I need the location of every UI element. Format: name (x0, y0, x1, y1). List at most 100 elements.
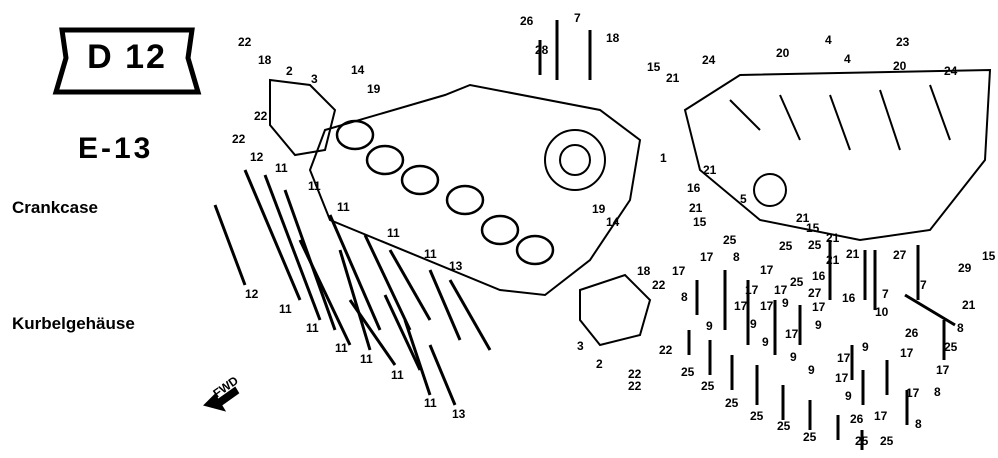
part-callout: 25 (855, 434, 869, 448)
part-callout: 17 (936, 363, 950, 377)
part-callout: 25 (750, 409, 764, 423)
part-callout: 23 (896, 35, 910, 49)
fwd-arrow-icon (203, 386, 240, 412)
part-callout: 27 (808, 286, 822, 300)
part-callout: 3 (577, 339, 584, 353)
part-callout: 25 (944, 340, 958, 354)
part-callout: 11 (424, 396, 437, 410)
part-callout: 25 (723, 233, 737, 247)
part-callout: 25 (701, 379, 715, 393)
part-callout: 9 (790, 350, 797, 364)
part-callout: 21 (796, 211, 810, 225)
part-callout: 26 (850, 412, 864, 426)
part-callout: 21 (962, 298, 976, 312)
part-callout: 18 (637, 264, 651, 278)
part-callout: 24 (702, 53, 716, 67)
part-callout: 25 (790, 275, 804, 289)
part-callout: 25 (880, 434, 894, 448)
part-callout: 9 (750, 317, 757, 331)
part-callout: 11 (306, 321, 319, 335)
part-callout: 8 (957, 321, 964, 335)
part-callout: 15 (647, 60, 661, 74)
part-callout: 21 (846, 247, 860, 261)
part-callout: 20 (893, 59, 907, 73)
part-callout: 11 (308, 179, 321, 193)
d12-badge-frame (52, 27, 202, 95)
part-callout: 25 (803, 430, 817, 444)
part-callout: 13 (452, 407, 466, 421)
part-callout: 16 (842, 291, 856, 305)
part-callout: 11 (387, 226, 400, 240)
part-callout: 16 (687, 181, 701, 195)
part-callout: 17 (785, 327, 799, 341)
part-callout: 17 (700, 250, 714, 264)
part-callout: 8 (681, 290, 688, 304)
part-callout: 17 (812, 300, 826, 314)
part-callout: 21 (703, 163, 717, 177)
part-callout: 24 (944, 64, 958, 78)
part-callout: 21 (826, 231, 840, 245)
part-callout: 17 (672, 264, 686, 278)
part-callout: 22 (232, 132, 246, 146)
part-callout: 17 (760, 263, 774, 277)
part-callout: 1 (660, 151, 667, 165)
part-callout: 17 (745, 283, 759, 297)
part-callout: 12 (250, 150, 264, 164)
lower-crankcase (683, 68, 992, 242)
part-callout: 17 (760, 299, 774, 313)
diagram-code-badge: D 12 (87, 38, 167, 76)
title-german: Kurbelgehäuse (12, 314, 135, 333)
part-callout: 7 (882, 287, 889, 301)
part-callout: 25 (725, 396, 739, 410)
section-code: E-13 (78, 132, 154, 165)
part-callout: 18 (606, 31, 620, 45)
part-callout: 5 (740, 192, 747, 206)
part-callout: 17 (837, 351, 851, 365)
part-callout: 17 (874, 409, 888, 423)
part-callout: 8 (915, 417, 922, 431)
part-callout: 2 (596, 357, 603, 371)
part-callout: 17 (734, 299, 748, 313)
part-callout: 22 (254, 109, 268, 123)
part-callout: 22 (659, 343, 673, 357)
part-callout: 9 (762, 335, 769, 349)
part-callout: 14 (351, 63, 365, 77)
part-callout: 11 (275, 161, 288, 175)
part-callout: 9 (815, 318, 822, 332)
part-callout: 21 (826, 253, 840, 267)
part-callout: 8 (934, 385, 941, 399)
part-callout: 11 (337, 200, 350, 214)
part-callout: 10 (875, 305, 889, 319)
upper-crankcase (308, 83, 642, 297)
part-callout: 7 (920, 278, 927, 292)
part-callout: 8 (733, 250, 740, 264)
part-callout: 13 (449, 259, 463, 273)
left-side-cover (269, 78, 337, 157)
part-callout: 9 (706, 319, 713, 333)
part-callout: 19 (592, 202, 606, 216)
part-callout: 14 (606, 215, 620, 229)
part-callout: 22 (238, 35, 252, 49)
part-callout: 20 (776, 46, 790, 60)
part-callout: 7 (574, 11, 581, 25)
part-callout: 17 (835, 371, 849, 385)
part-callout: 22 (628, 379, 642, 393)
part-callout: 25 (681, 365, 695, 379)
part-callout: 9 (862, 340, 869, 354)
part-callout: 22 (628, 367, 642, 381)
part-callout: 29 (958, 261, 972, 275)
part-callout: 22 (652, 278, 666, 292)
bolts (687, 240, 956, 450)
part-callout: 9 (782, 296, 789, 310)
part-callout: 2 (286, 64, 293, 78)
studs (213, 20, 592, 406)
part-callout: 15 (693, 215, 707, 229)
part-callout: 11 (360, 352, 373, 366)
part-callout: 17 (774, 283, 788, 297)
part-callout: 15 (806, 221, 820, 235)
part-callout: 11 (424, 247, 437, 261)
part-callout: 18 (258, 53, 272, 67)
part-callout: 25 (779, 239, 793, 253)
part-callout: 21 (666, 71, 680, 85)
part-callout: 27 (893, 248, 907, 262)
